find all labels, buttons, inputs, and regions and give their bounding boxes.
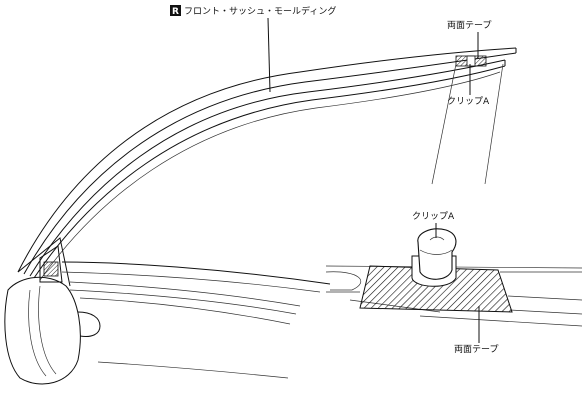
clip-top-label: クリップA [447,96,490,107]
clip-detail-label: クリップA [412,211,455,222]
tape-clip-marker [455,55,487,67]
clip-a [411,228,457,287]
detail-projection-right [484,63,504,185]
detail-projection-left [431,63,457,185]
sash-molding [17,47,517,281]
side-mirror [4,276,101,385]
part-badge-box [170,5,181,16]
door-body [17,237,331,379]
detail-view: クリップA 両面テープ [325,211,582,355]
part-name-leader [267,17,271,93]
part-badge: R [172,7,179,17]
tape-detail-label: 両面テープ [454,344,498,355]
part-name-label: フロント・サッシュ・モールディング [184,5,336,17]
tape-top-label: 両面テープ [447,20,491,31]
part-title: R フロント・サッシュ・モールディング [170,5,336,17]
